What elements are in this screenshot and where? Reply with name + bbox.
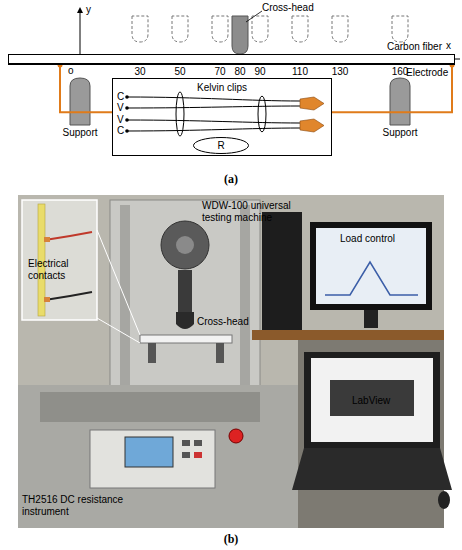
part-label: WDW-100 universal testing machine: [202, 200, 302, 224]
cross-head-position: [292, 16, 308, 42]
position-number: 110: [292, 66, 308, 78]
resistance-instrument: [90, 430, 215, 488]
part-label: TH2516 DC resistance instrument: [22, 494, 152, 518]
wire-connector: [332, 65, 452, 112]
instrument-button: [182, 440, 190, 446]
resistance-ellipse: [194, 138, 249, 154]
cross-head-position: [252, 16, 268, 42]
clip-wire: [127, 128, 300, 131]
cross-head-position: [332, 16, 348, 42]
part-label: Support: [62, 127, 97, 139]
loading-rod: [178, 270, 192, 312]
cross-head: [176, 312, 194, 329]
part-label: Electrode: [406, 67, 448, 79]
testing-machine-frame: [110, 200, 260, 390]
inset-photo: [22, 200, 97, 320]
clip-wire: [127, 106, 300, 108]
position-number: 80: [234, 66, 245, 78]
position-number: 90: [254, 66, 265, 78]
part-label: Support: [382, 127, 417, 139]
load-curve: [325, 262, 418, 295]
inset-pointer: [97, 230, 140, 335]
leader-line: [246, 11, 262, 22]
kelvin-clips-box: Kelvin clipsR: [112, 78, 332, 156]
axis-label: y: [86, 4, 91, 16]
node-text: Carbon fiber: [387, 41, 442, 52]
position-number: 130: [332, 66, 349, 78]
y-axis: [80, 10, 81, 54]
monitor-screen: [316, 228, 426, 304]
part-label: Electrical contacts: [28, 258, 86, 282]
electrical-contact: [44, 297, 50, 302]
kelvin-clip: [300, 97, 324, 110]
machine-column: [240, 205, 250, 390]
clip-wire: [127, 97, 300, 101]
inset-pointer: [97, 318, 140, 343]
lead-wire: [45, 292, 92, 300]
cross-head-position: [172, 16, 188, 42]
part-label: Cross-head: [262, 2, 314, 14]
instrument-button: [194, 452, 202, 458]
terminal-label: V: [117, 114, 124, 126]
emergency-stop: [229, 429, 243, 443]
monitor-stand: [364, 310, 378, 328]
support: [70, 78, 90, 125]
labview-panel: [330, 380, 414, 416]
terminal-label: C: [117, 91, 124, 103]
lead-wire: [45, 232, 92, 240]
origin-label: o: [68, 65, 74, 77]
panel-label: (b): [224, 532, 239, 546]
position-number: 50: [174, 66, 185, 78]
desk: [298, 340, 444, 528]
desk-shelf: [252, 330, 444, 340]
load-cell: [161, 221, 209, 269]
support: [216, 343, 224, 363]
electrical-contact: [44, 237, 50, 242]
clip-wire: [127, 120, 300, 123]
terminal-label: V: [117, 102, 124, 114]
laptop-screen: [311, 358, 433, 442]
part-label: Cross-head: [197, 316, 249, 328]
wire-connector: [60, 65, 112, 112]
support: [148, 343, 156, 363]
load-cell-hub: [176, 236, 194, 254]
terminal-label: C: [117, 125, 124, 137]
cross-head-position: [132, 16, 148, 42]
position-number: 70: [214, 66, 225, 78]
computer-tower: [262, 212, 302, 330]
support: [390, 78, 410, 125]
resistance-ellipse: R: [193, 137, 249, 154]
axis-label: x: [446, 40, 451, 52]
node-text: R: [193, 137, 249, 154]
specimen: [140, 335, 232, 343]
machine-base: [18, 385, 298, 528]
carbon-fiber-specimen: Carbon fiber: [8, 54, 455, 65]
position-number: 160: [392, 66, 409, 78]
x-axis-tip: [455, 59, 460, 60]
cross-head-position: [212, 16, 228, 42]
node-text: Kelvin clips: [113, 82, 331, 93]
cross-head-position: [392, 16, 408, 42]
laptop: [304, 352, 440, 448]
instrument-screen: [125, 437, 173, 467]
monitor: [310, 222, 432, 310]
position-number: 30: [134, 66, 145, 78]
cable-tie: [176, 92, 184, 136]
laptop-keyboard: [292, 448, 452, 490]
instrument-button: [182, 452, 190, 458]
cross-head: [232, 16, 248, 54]
cable-tie: [258, 96, 266, 132]
mouse: [438, 491, 450, 509]
kelvin-clip: [300, 119, 324, 132]
panel-label: (a): [224, 172, 238, 186]
machine-base-top: [40, 392, 260, 422]
instrument-button: [194, 440, 202, 446]
part-label: Load control: [340, 233, 395, 245]
part-label: LabView: [352, 395, 390, 407]
